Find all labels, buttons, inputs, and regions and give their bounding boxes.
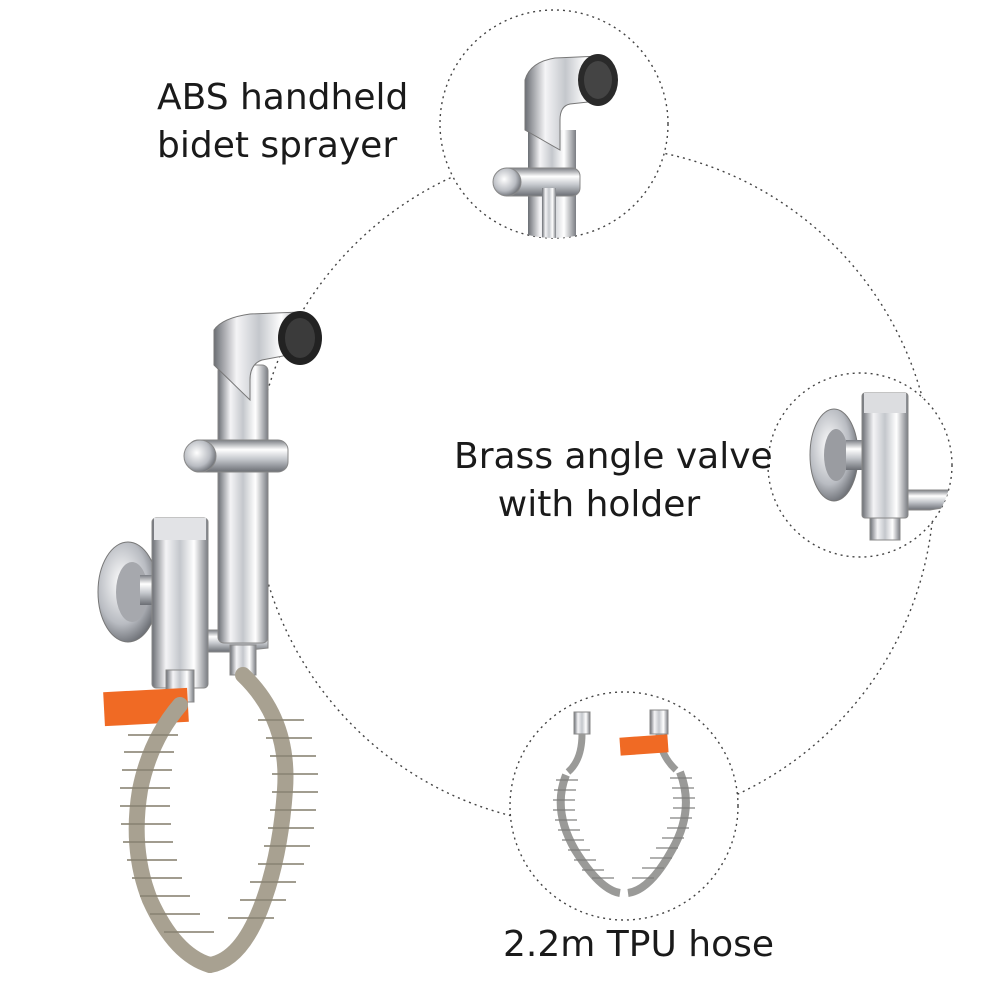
detail-circle-hose [509, 691, 739, 921]
label-sprayer-line-2: bidet sprayer [157, 125, 398, 166]
label-sprayer: ABS handheld bidet sprayer [157, 74, 408, 170]
label-valve-line-1: Brass angle valve [454, 436, 773, 477]
main-product-image [97, 311, 322, 973]
label-hose: 2.2m TPU hose [503, 921, 774, 969]
label-sprayer-line-1: ABS handheld [157, 77, 409, 118]
valve-detail-image [809, 392, 952, 541]
sprayer-detail-image [492, 54, 618, 238]
label-valve-line-2: with holder [497, 484, 701, 525]
label-valve: Brass angle valve with holder [454, 433, 773, 529]
label-hose-text: 2.2m TPU hose [503, 924, 775, 965]
hose-detail-image [553, 709, 695, 897]
